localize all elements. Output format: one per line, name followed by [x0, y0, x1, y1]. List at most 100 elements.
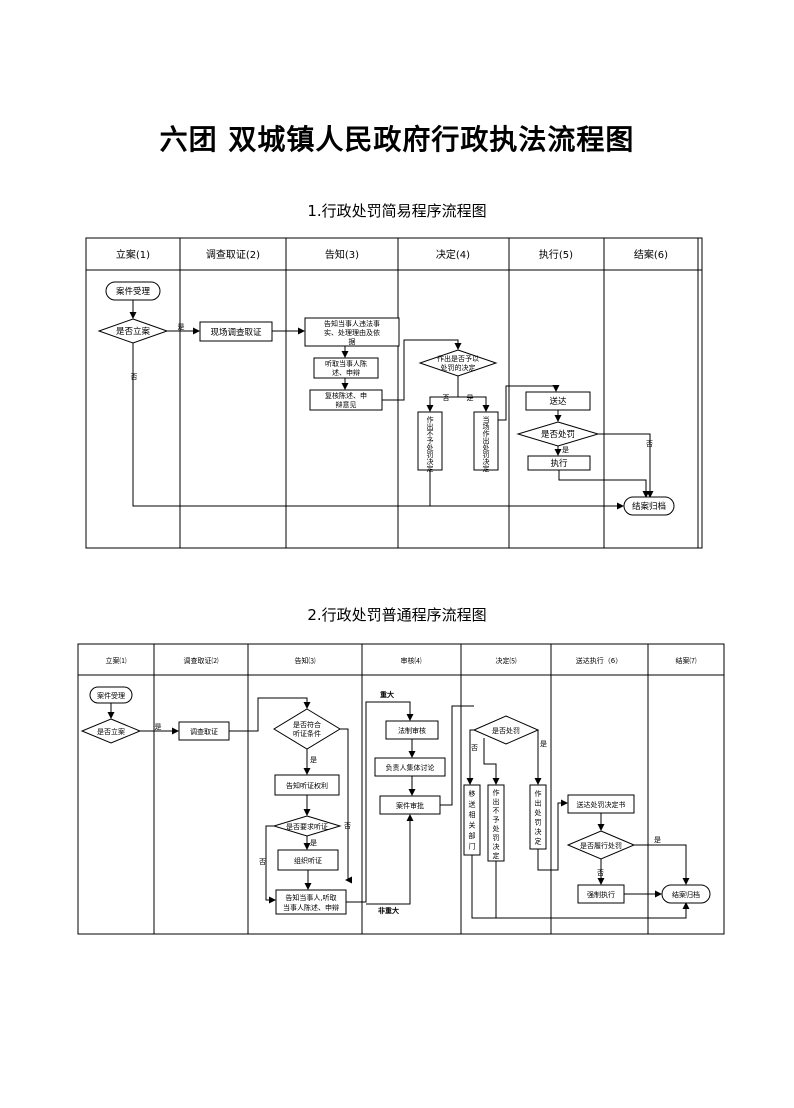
flow1-no-penalty-node [417, 411, 443, 471]
f1-vt1-char: 决 [427, 457, 434, 466]
flow1-decide-line-1: 作出是否予以 [437, 354, 479, 363]
f1-vt1-char: 作 [427, 415, 434, 424]
f2-vt2-char: 定 [493, 851, 500, 860]
flow1-yes-label-2: 是 [467, 394, 474, 402]
flow2-approve-label: 案件审批 [396, 801, 424, 810]
flow2-major-label: 重大 [380, 690, 394, 699]
flow1-hear-line-2: 述、申辩 [332, 368, 360, 377]
f2-vt2-char: 罚 [493, 834, 500, 842]
flow2-file-case-diamond [80, 718, 142, 744]
flow2-diagram: 立案⑴ 调查取证⑵ 告知⑶ 审核⑷ 决定⑸ 送达执行（6） 结案⑺ 案件受理 是… [77, 643, 725, 935]
flow1-onsite-penalty-node [473, 411, 499, 471]
flow2-lane-5: 决定⑸ [496, 656, 517, 665]
flow1-review-line-1: 复核陈述、申 [325, 391, 367, 400]
f1-vt1-char: 出 [427, 422, 434, 431]
flow1-execute-label: 执行 [550, 458, 568, 469]
f2-vt3-char: 处 [535, 808, 542, 817]
flow1-lane-2: 调查取证(2) [206, 248, 260, 261]
flow1-archive-label: 结案归档 [632, 501, 666, 512]
flow2-hold-hearing-label: 组织听证 [294, 856, 322, 865]
f2-vt1-char: 移 [469, 789, 476, 798]
f2-vt3-char: 定 [535, 837, 542, 846]
f2-vt2-char: 予 [493, 816, 500, 824]
flow2-no-label-4: 否 [471, 744, 478, 752]
f1-vt2-char: 定 [483, 464, 490, 473]
flow2-archive-node [661, 884, 711, 904]
f1-vt1-char: 处 [427, 443, 434, 452]
flow2-yes-label-3: 是 [310, 839, 317, 847]
f1-vt2-char: 罚 [483, 451, 490, 459]
flow2-hearing-cond-line-2: 听证条件 [293, 729, 321, 738]
flow1-yes-label-3: 是 [562, 446, 569, 454]
f1-vt2-char: 当 [483, 415, 490, 424]
f2-vt3-char: 出 [535, 799, 542, 808]
f1-vt1-char: 予 [427, 437, 434, 445]
flow1-hear-line-1: 听取当事人陈 [325, 359, 367, 368]
flow2-notify-party-line-2: 当事人陈述、申辩 [283, 903, 339, 912]
flow1-lane-1: 立案(1) [116, 248, 150, 261]
flow1-notify-node [304, 317, 400, 347]
flow2-lane-2: 调查取证⑵ [184, 656, 219, 665]
flow1-accept-label: 案件受理 [116, 286, 151, 297]
flow2-perform-label: 是否履行处罚 [580, 841, 622, 850]
f2-vt1-char: 相 [469, 810, 476, 819]
flow2-yes-label-4: 是 [540, 740, 547, 748]
flow1-diagram: 立案(1) 调查取证(2) 告知(3) 决定(4) 执行(5) 结案(6) 案件… [85, 237, 703, 549]
flow2-lane-3: 告知⑶ [295, 656, 316, 665]
flow2-accept-label: 案件受理 [97, 691, 125, 700]
flow2-file-case-label: 是否立案 [97, 727, 125, 736]
f2-vt2-char: 决 [493, 842, 500, 851]
flow2-yes-label-1: 是 [155, 723, 162, 731]
f2-vt2-char: 处 [493, 824, 500, 833]
flow2-yes-label-2: 是 [310, 756, 317, 764]
flow1-hear-node [313, 357, 379, 379]
flow1-lane-4: 决定(4) [436, 248, 470, 261]
flow2-no-label-3: 否 [259, 858, 266, 866]
flow2-investigate-label: 调查取证 [190, 727, 218, 736]
f1-vt1-char: 定 [427, 464, 434, 473]
f2-vt1-char: 门 [469, 842, 476, 851]
flow1-lane-3: 告知(3) [325, 248, 359, 261]
flow2-title: 2.行政处罚普通程序流程图 [307, 606, 487, 624]
f2-vt3-char: 作 [535, 789, 542, 798]
flow1-lane-5: 执行(5) [539, 248, 573, 261]
f1-vt1-char: 罚 [427, 451, 434, 459]
flow2-collective-label: 负责人集体讨论 [386, 763, 435, 772]
flow2-punish-diamond [472, 715, 540, 745]
f2-vt2-char: 不 [493, 807, 500, 815]
flow2-punish-label: 是否处罚 [492, 726, 520, 735]
flow2-non-major-label: 非重大 [378, 906, 399, 915]
f1-vt2-char: 出 [483, 436, 490, 445]
flow1-frame [85, 237, 703, 549]
flow2-enforce-label: 强制执行 [587, 890, 615, 899]
flow2-notify-rights-label: 告知听证权利 [286, 781, 328, 790]
flow1-archive-node [623, 496, 675, 516]
flow1-yes-label-1: 是 [178, 323, 185, 331]
flow2-legal-review-label: 法制审核 [398, 726, 426, 735]
f2-vt2-char: 出 [493, 797, 500, 806]
flow1-file-case-label: 是否立案 [116, 326, 151, 337]
f2-vt1-char: 送 [469, 800, 476, 809]
flow2-yes-label-5: 是 [654, 836, 661, 844]
flow2-lane-7: 结案⑺ [676, 656, 697, 665]
flow1-no-label-2: 否 [443, 394, 450, 402]
f1-vt1-char: 不 [427, 430, 434, 438]
flow2-frame [77, 643, 725, 935]
flow2-lane-4: 审核⑷ [401, 656, 422, 665]
flow1-penalize-label: 是否处罚 [541, 429, 575, 440]
f1-vt2-char: 决 [483, 457, 490, 466]
flow1-no-label-1: 否 [131, 373, 138, 381]
f1-vt2-char: 场 [483, 422, 490, 431]
flow1-decide-diamond [418, 349, 498, 377]
flow1-review-line-2: 辩意见 [336, 400, 357, 409]
flow1-decide-line-2: 处罚的决定 [441, 363, 476, 372]
flow2-request-hearing-label: 是否要求听证 [286, 822, 328, 831]
flow1-onsite-label: 现场调查取证 [210, 327, 262, 338]
flow1-title: 1.行政处罚简易程序流程图 [307, 202, 487, 220]
